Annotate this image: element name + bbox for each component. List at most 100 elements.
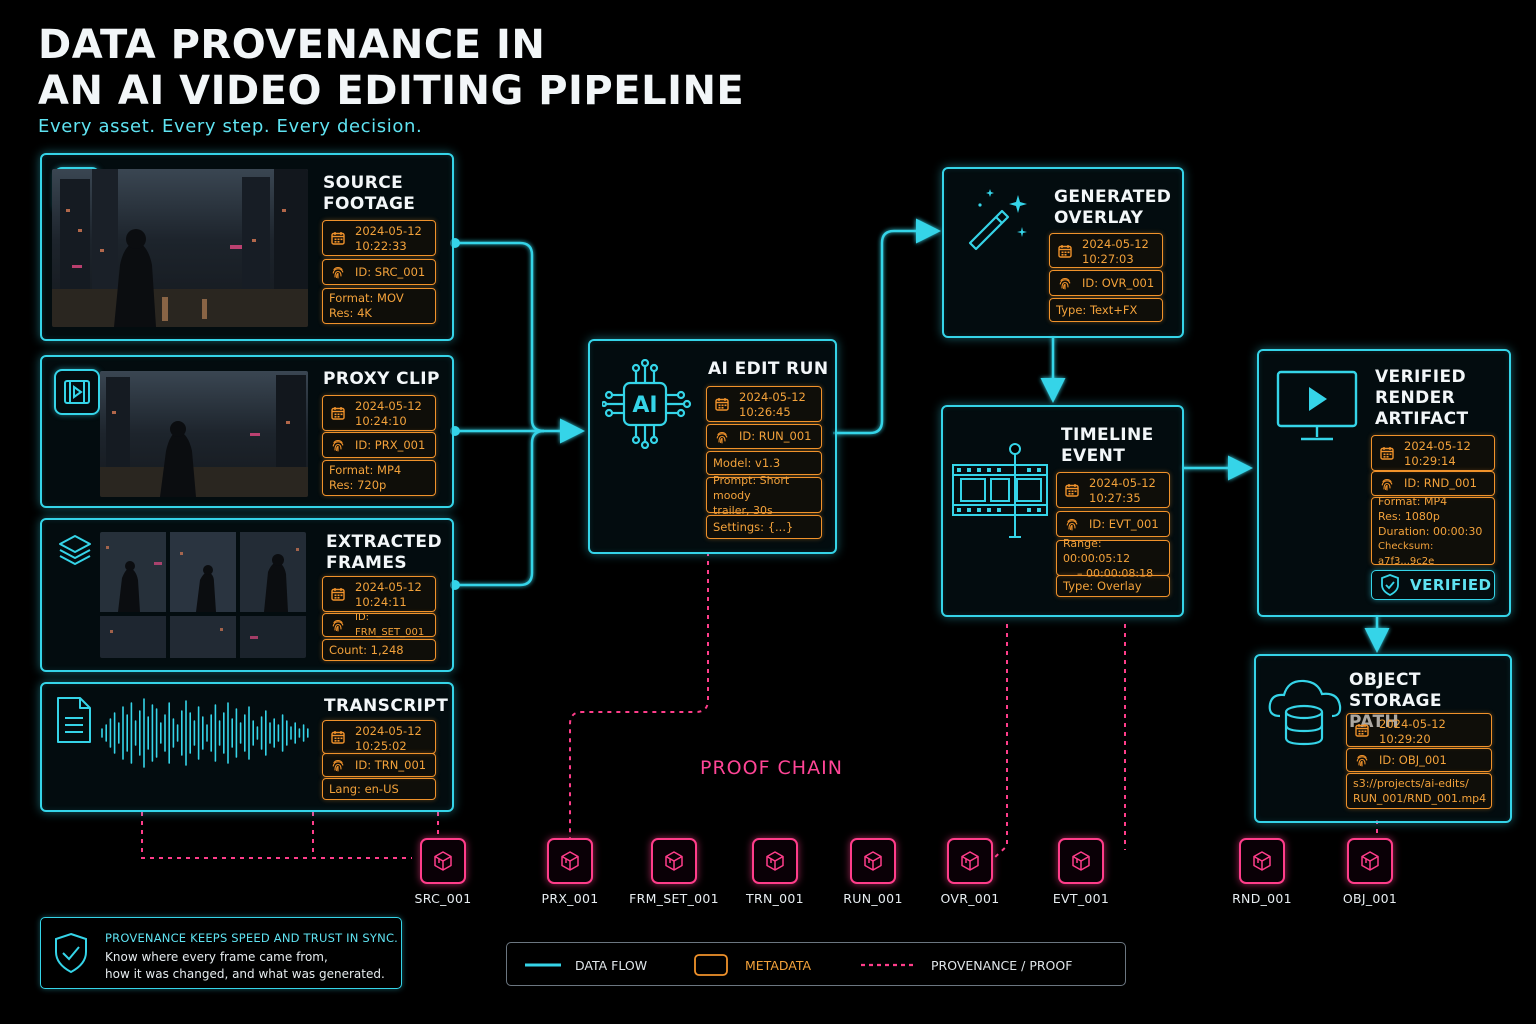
fingerprint-icon <box>331 265 345 279</box>
proof-run-link <box>569 552 709 838</box>
proof-node-trn-001[interactable] <box>752 838 798 884</box>
transcript-id: ID: TRN_001 <box>322 753 436 777</box>
transcript-lang: Lang: en-US <box>322 778 436 800</box>
footer-callout: PROVENANCE KEEPS SPEED AND TRUST IN SYNC… <box>40 917 402 989</box>
cube-icon <box>1250 849 1274 873</box>
page-title: DATA PROVENANCE IN AN AI VIDEO EDITING P… <box>38 22 744 114</box>
proof-timeline-link-1 <box>993 624 1008 859</box>
ai-run-title: AI EDIT RUN <box>708 359 829 379</box>
proof-node-frm-set-001[interactable] <box>651 838 697 884</box>
fingerprint-icon <box>331 438 345 452</box>
render-id: ID: RND_001 <box>1371 471 1495 496</box>
fingerprint-icon <box>331 618 345 632</box>
monitor-play-icon <box>1275 369 1361 449</box>
proof-node-rnd-001[interactable] <box>1239 838 1285 884</box>
calendar-icon <box>1380 446 1394 460</box>
cube-icon <box>431 849 455 873</box>
proof-node-label: PRX_001 <box>541 891 599 906</box>
calendar-icon <box>1058 244 1072 258</box>
proof-chain-label: PROOF CHAIN <box>700 757 843 779</box>
svg-text:AI: AI <box>632 393 657 418</box>
magic-wand-icon <box>966 187 1034 261</box>
proof-node-ovr-001[interactable] <box>947 838 993 884</box>
fingerprint-icon <box>1058 276 1072 290</box>
source-title: SOURCE FOOTAGE <box>323 173 416 214</box>
fingerprint-icon <box>1380 477 1394 491</box>
overlay-type: Type: Text+FX <box>1049 298 1163 322</box>
legend-metadata: METADATA <box>745 958 812 973</box>
transcript-title: TRANSCRIPT <box>324 696 449 716</box>
frames-thumbnail-grid <box>100 532 306 658</box>
shield-check-icon <box>1381 574 1399 596</box>
frames-count: Count: 1,248 <box>322 639 436 661</box>
storage-path: s3://projects/ai-edits/RUN_001/RND_001.m… <box>1346 773 1492 809</box>
frames-id: ID: FRM_SET_001 <box>322 612 436 638</box>
cube-icon <box>558 849 582 873</box>
calendar-icon <box>331 231 345 245</box>
calendar-icon <box>331 406 345 420</box>
legend: DATA FLOW METADATA PROVENANCE / PROOF <box>506 942 1126 986</box>
proof-node-label: OBJ_001 <box>1342 891 1398 906</box>
proof-node-prx-001[interactable] <box>547 838 593 884</box>
proof-node-evt-001[interactable] <box>1058 838 1104 884</box>
calendar-icon <box>1355 723 1369 737</box>
proof-node-label: RND_001 <box>1232 891 1292 906</box>
cube-icon <box>1358 849 1382 873</box>
calendar-icon <box>331 730 345 744</box>
timeline-id: ID: EVT_001 <box>1056 511 1170 537</box>
fingerprint-icon <box>1355 753 1369 767</box>
page-subtitle: Every asset. Every step. Every decision. <box>38 116 423 137</box>
proof-node-label: TRN_001 <box>746 891 804 906</box>
legend-proof: PROVENANCE / PROOF <box>931 958 1073 973</box>
proof-source-link <box>141 812 412 859</box>
proof-node-label: EVT_001 <box>1052 891 1110 906</box>
cube-icon <box>861 849 885 873</box>
flow-source-to-run <box>455 241 545 433</box>
proxy-id: ID: PRX_001 <box>322 432 436 458</box>
document-icon <box>54 696 94 750</box>
calendar-icon <box>331 587 345 601</box>
fingerprint-icon <box>331 758 345 772</box>
fingerprint-icon <box>715 430 729 444</box>
proof-node-run-001[interactable] <box>850 838 896 884</box>
layers-icon <box>54 530 96 576</box>
cube-icon <box>1069 849 1093 873</box>
flow-frames-to-run <box>455 429 545 587</box>
overlay-id: ID: OVR_001 <box>1049 270 1163 296</box>
title-line-2: AN AI VIDEO EDITING PIPELINE <box>38 68 745 114</box>
cube-icon <box>662 849 686 873</box>
proof-node-label: RUN_001 <box>843 891 903 906</box>
source-id: ID: SRC_001 <box>322 259 436 285</box>
ai-run-settings: Settings: {...} <box>706 515 822 539</box>
shield-check-icon <box>55 932 87 974</box>
legend-data-flow: DATA FLOW <box>575 958 648 973</box>
proof-node-src-001[interactable] <box>420 838 466 884</box>
verified-badge: VERIFIED <box>1371 570 1495 600</box>
timeline-type: Type: Overlay <box>1056 575 1170 597</box>
proof-node-obj-001[interactable] <box>1347 838 1393 884</box>
